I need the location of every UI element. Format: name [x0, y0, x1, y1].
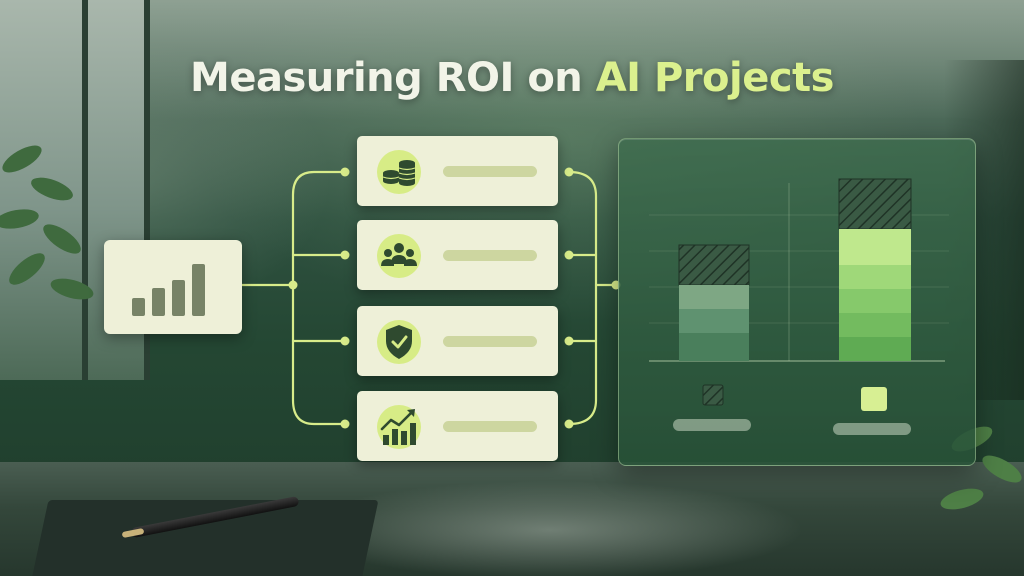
team-icon: [381, 243, 417, 266]
placeholder-label-bar: [443, 250, 537, 261]
ai-bar: [838, 178, 912, 361]
baseline-bar-segment: [679, 309, 749, 333]
title-part-2-highlight: AI Projects: [595, 55, 835, 101]
roi-comparison-panel: [618, 138, 976, 466]
legend-label-bar: [833, 423, 911, 435]
comparison-chart: [649, 178, 949, 435]
ai-bar-segment: [839, 313, 911, 337]
bar-chart-icon: [132, 264, 205, 316]
title-part-1: Measuring ROI on: [190, 55, 596, 101]
icon-circle: [377, 405, 421, 449]
shield-check-icon: [386, 325, 412, 359]
connector-node: [340, 250, 350, 260]
connector-right-mid: [567, 253, 598, 343]
baseline-bar-projected-segment: [678, 244, 750, 286]
hatched-square-icon: [702, 384, 724, 406]
risk-reduction-card: [357, 306, 558, 376]
growth-chart-icon: [380, 409, 416, 445]
placeholder-label-bar: [443, 336, 537, 347]
connector-node: [340, 167, 350, 177]
legend-label-bar: [673, 419, 751, 431]
coins-icon: [382, 160, 416, 186]
revenue-growth-card: [357, 391, 558, 461]
ai-bar-segment: [839, 229, 911, 265]
icon-circle: [377, 234, 421, 278]
baseline-bar-segment: [679, 333, 749, 361]
connector-right-bracket: [567, 170, 598, 426]
icon-circle: [377, 320, 421, 364]
connector-node: [340, 419, 350, 429]
solid-square-icon: [861, 387, 887, 411]
ai-bar-projected-segment: [838, 178, 912, 230]
placeholder-label-bar: [443, 421, 537, 432]
icon-circle: [377, 150, 421, 194]
team-productivity-card: [357, 220, 558, 290]
page-title: Measuring ROI on AI Projects: [0, 55, 1024, 101]
ai-bar-segment: [839, 337, 911, 361]
baseline-bar-segment: [679, 285, 749, 309]
window-frame: [144, 0, 150, 380]
connector-node: [564, 167, 574, 177]
placeholder-label-bar: [443, 166, 537, 177]
metrics-hub-card: [104, 240, 242, 334]
connector-left-bracket: [291, 170, 347, 426]
connector-node: [564, 419, 574, 429]
connector-node: [564, 250, 574, 260]
ai-bar-segment: [839, 289, 911, 313]
connector-node: [340, 336, 350, 346]
cost-savings-card: [357, 136, 558, 206]
baseline-bar: [678, 244, 750, 361]
connector-left-mid: [291, 253, 347, 343]
background-haze: [150, 0, 1024, 120]
ai-bar-segment: [839, 265, 911, 289]
window-frame: [82, 0, 88, 380]
connector-node: [564, 336, 574, 346]
connector-node: [288, 280, 298, 290]
